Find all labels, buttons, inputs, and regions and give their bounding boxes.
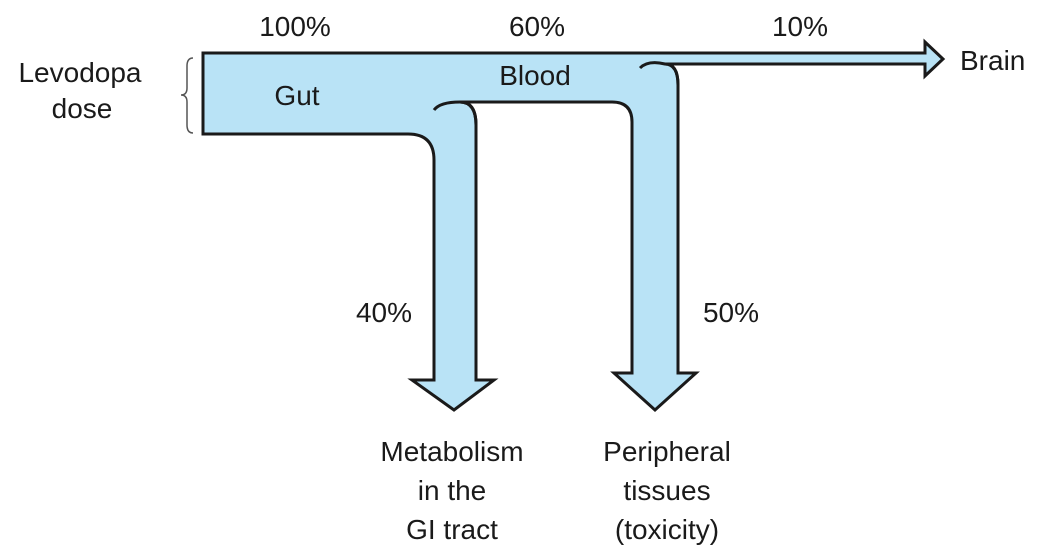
peripheral-label-line3: (toxicity) xyxy=(615,514,719,545)
brain-label: Brain xyxy=(960,45,1025,76)
blood-peripheral-divider xyxy=(638,61,680,86)
blood-label: Blood xyxy=(499,60,571,91)
peripheral-label-line2: tissues xyxy=(623,475,710,506)
gut-blood-divider xyxy=(432,100,478,126)
dose-brace xyxy=(180,57,194,134)
percent-brain: 10% xyxy=(772,11,828,42)
dose-label-line2: dose xyxy=(52,93,113,124)
gi-metabolism-label-line3: GI tract xyxy=(406,514,498,545)
dose-label-line1: Levodopa xyxy=(18,57,141,88)
gut-label: Gut xyxy=(274,80,319,111)
percent-peripheral: 50% xyxy=(703,297,759,328)
percent-dose-total: 100% xyxy=(259,11,331,42)
percent-gi-metabolism: 40% xyxy=(356,297,412,328)
percent-blood: 60% xyxy=(509,11,565,42)
gi-metabolism-label-line2: in the xyxy=(418,475,487,506)
gi-metabolism-label-line1: Metabolism xyxy=(380,436,523,467)
peripheral-label-line1: Peripheral xyxy=(603,436,731,467)
